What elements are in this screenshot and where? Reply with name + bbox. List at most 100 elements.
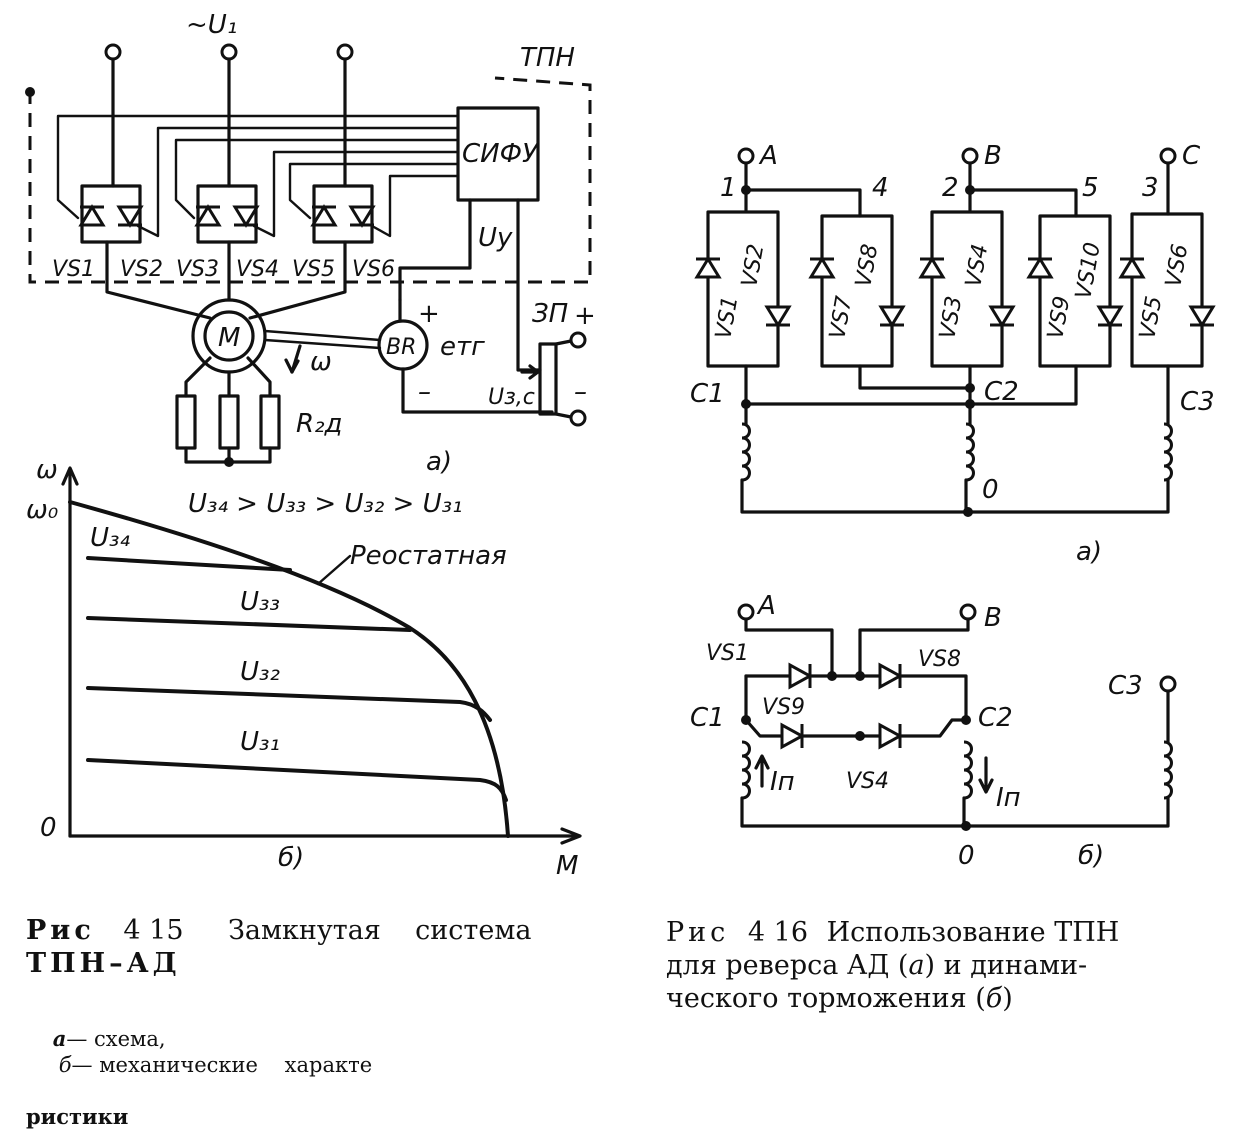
sifu-label: СИФУ	[462, 139, 540, 169]
supply-terminal-3	[336, 43, 354, 61]
label-vs1-b: VS1	[706, 641, 749, 666]
label-vs8-b: VS8	[918, 647, 961, 672]
node-4: 4	[872, 173, 889, 203]
label-vs6: VS6	[1161, 242, 1193, 289]
label-vs9: VS9	[1043, 294, 1075, 341]
label-vs8: VS8	[851, 242, 883, 289]
motor-label: M	[218, 323, 240, 353]
caption415-sub-line2: ристики	[26, 1104, 129, 1129]
label-vs4: VS4	[961, 242, 993, 289]
node-2: 2	[942, 173, 959, 203]
caption416-prefix: Рис	[666, 917, 730, 948]
caption416-line2-pre: для реверса АД (	[666, 950, 909, 981]
label-u32: U₃₂	[240, 657, 280, 687]
r2d-label: R₂д	[296, 409, 342, 439]
neutral-label: 0	[982, 475, 999, 505]
caption415-prefix: Рис	[26, 915, 95, 946]
caption415-number: 4 15	[123, 915, 184, 946]
block-vs5-vs6	[1118, 212, 1216, 368]
label-c2-b: C2	[978, 703, 1013, 733]
caption416-number: 4 16	[747, 917, 809, 948]
rheostat-label: Реостатная	[350, 541, 507, 571]
zp-label: ЗП	[532, 299, 568, 329]
block-vs1-vs2	[694, 210, 792, 368]
label-vs9-b: VS9	[762, 695, 805, 720]
br-minus: –	[418, 377, 431, 407]
curve-u33	[86, 616, 412, 632]
caption416-line3-pre: ческого торможения (	[666, 983, 986, 1014]
thyristor-block-1	[78, 184, 144, 244]
fig416a-panel-label: а)	[1076, 537, 1102, 567]
fig416a-reverse-scheme: A B C 1 4 2 5 3	[690, 141, 1216, 567]
curve-u32	[86, 686, 492, 722]
phase-a-b: A	[756, 591, 776, 621]
label-u31: U₃₁	[240, 727, 280, 757]
caption415-sub-a: а	[52, 1026, 67, 1051]
inequality-label: U₃₄ > U₃₃ > U₃₂ > U₃₁	[188, 489, 462, 519]
caption-fig415-sub: а— схема, б— механические характе ристик…	[26, 1000, 606, 1130]
setpoint-resistor	[538, 342, 558, 416]
label-vs5: VS5	[292, 257, 335, 282]
label-c1: C1	[690, 379, 725, 409]
label-u34: U₃₄	[90, 523, 130, 553]
tpn-boundary	[28, 76, 592, 284]
thyristor-block-2	[194, 184, 260, 244]
fig415a-schematic: ~U₁ ТПН С	[25, 10, 596, 477]
fig415a-panel-label: а)	[426, 447, 452, 477]
uzs-label: Uз,с	[488, 385, 535, 410]
schematic-canvas: ~U₁ ТПН С	[25, 10, 1216, 881]
fig415b-panel-label: б)	[278, 843, 304, 873]
curve-u34	[86, 556, 292, 572]
y-axis-label: ω	[36, 455, 58, 485]
fig415b-characteristics: ω ω₀ 0 M U₃₄ > U₃₃ > U₃₂ > U₃₁ Реостатна…	[26, 455, 582, 881]
supply-terminal-1	[104, 43, 122, 61]
phase-b-b: B	[984, 603, 1002, 633]
sifu-box	[456, 106, 540, 202]
label-vs4-b: VS4	[846, 769, 889, 794]
caption416-line2-a: а	[908, 950, 925, 981]
label-vs7: VS7	[825, 294, 857, 341]
caption416-line3-post: )	[1002, 983, 1013, 1014]
caption415-sub-b: б	[58, 1053, 72, 1077]
block-vs3-vs4	[918, 210, 1016, 368]
neutral-label-b: 0	[958, 841, 975, 871]
zp-minus: –	[574, 377, 587, 407]
label-vs3: VS3	[935, 294, 967, 341]
node-3: 3	[1142, 173, 1159, 203]
thyristor-block-3	[310, 184, 376, 244]
label-vs3: VS3	[176, 257, 219, 282]
label-vs2: VS2	[120, 257, 163, 282]
phase-a: A	[758, 141, 778, 171]
label-u33: U₃₃	[240, 587, 280, 617]
label-c3: C3	[1180, 387, 1215, 417]
phase-c: C	[1182, 141, 1201, 171]
tpn-label: ТПН	[520, 43, 575, 73]
caption415-sub-a-text: — схема,	[66, 1027, 166, 1051]
label-c2: C2	[984, 377, 1019, 407]
current-label-right: Iп	[996, 783, 1021, 813]
caption-fig415: Рис 4 15 Замкнутая система ТПН–АД	[26, 914, 606, 980]
etg-label: eтг	[440, 332, 485, 362]
label-vs1: VS1	[52, 257, 95, 282]
label-vs4: VS4	[236, 257, 279, 282]
caption415-title-line2: ТПН–АД	[26, 948, 181, 979]
caption415-title: Замкнутая система	[228, 915, 532, 946]
omega0-label: ω₀	[26, 495, 59, 525]
phase-b: B	[984, 141, 1002, 171]
motor-inner	[203, 310, 255, 362]
fig416b-panel-label: б)	[1078, 841, 1104, 871]
node-5: 5	[1082, 173, 1099, 203]
label-vs5: VS5	[1135, 294, 1167, 341]
label-c1-b: C1	[690, 703, 725, 733]
caption416-line1: Использование ТПН	[826, 917, 1120, 948]
zp-plus: +	[574, 301, 596, 331]
zero-label: 0	[40, 813, 57, 843]
uy-label: Uу	[478, 223, 513, 253]
label-vs1: VS1	[711, 294, 743, 341]
x-axis-label: M	[556, 851, 578, 881]
caption416-line2-mid: ) и динами-	[924, 950, 1088, 981]
supply-label: ~U₁	[186, 10, 237, 40]
fig416b-braking-scheme: A B C3 VS1 VS8 VS9 VS4 C1 C2 Iп Iп 0	[690, 591, 1177, 871]
supply-terminal-2	[220, 43, 238, 61]
curve-u31	[86, 758, 508, 802]
